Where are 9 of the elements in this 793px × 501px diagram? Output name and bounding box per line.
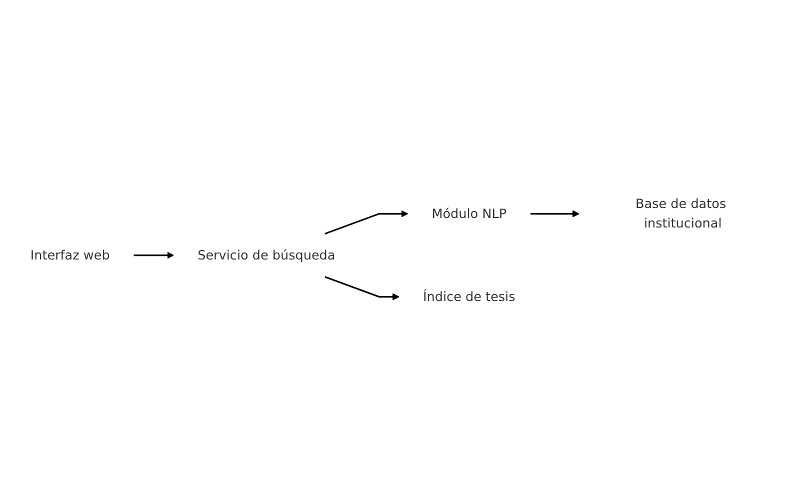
node-text: Interfaz web <box>30 247 110 262</box>
arrow <box>324 276 400 300</box>
arrow <box>324 210 408 234</box>
node-text: Índice de tesis <box>423 288 516 304</box>
arrow <box>530 210 580 218</box>
node-text: Base de datos institucional <box>636 196 726 231</box>
node-text: Servicio de búsqueda <box>198 247 336 262</box>
arrow <box>134 252 174 259</box>
node-text: Módulo NLP <box>432 206 507 221</box>
